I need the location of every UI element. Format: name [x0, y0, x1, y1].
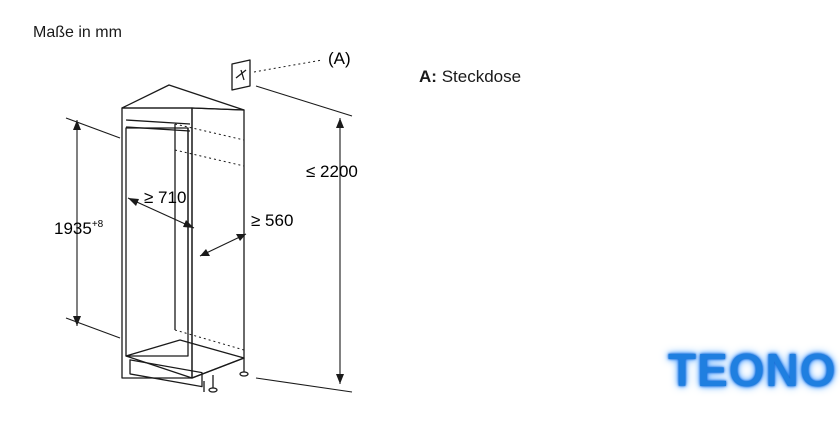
dim-line-width — [127, 197, 195, 229]
socket-outline — [231, 59, 251, 91]
depth-label: ≥ 560 — [251, 211, 293, 230]
cabinet-front — [121, 107, 193, 379]
cabinet-opening — [125, 127, 189, 357]
width-label: ≥ 710 — [144, 188, 186, 207]
legend-key: A: — [419, 67, 437, 86]
diagram-title: Maße in mm — [33, 24, 122, 41]
niche-height-label: 1935+8 — [54, 219, 104, 238]
socket-callout-leader — [253, 59, 323, 73]
legend-entry: A: Steckdose — [419, 67, 521, 87]
total-height-label: ≤ 2200 — [306, 162, 358, 181]
cabinet-top — [121, 84, 245, 111]
brand-logo: TEONO — [668, 344, 837, 396]
plinth — [129, 359, 203, 388]
cabinet-bottom — [125, 339, 245, 379]
niche-height-tolerance: +8 — [92, 219, 104, 230]
niche-height-value: 1935 — [54, 219, 92, 238]
legend-text: Steckdose — [441, 67, 522, 86]
upper-shelf-edge — [125, 119, 191, 125]
socket-callout-label: (A) — [328, 49, 351, 68]
